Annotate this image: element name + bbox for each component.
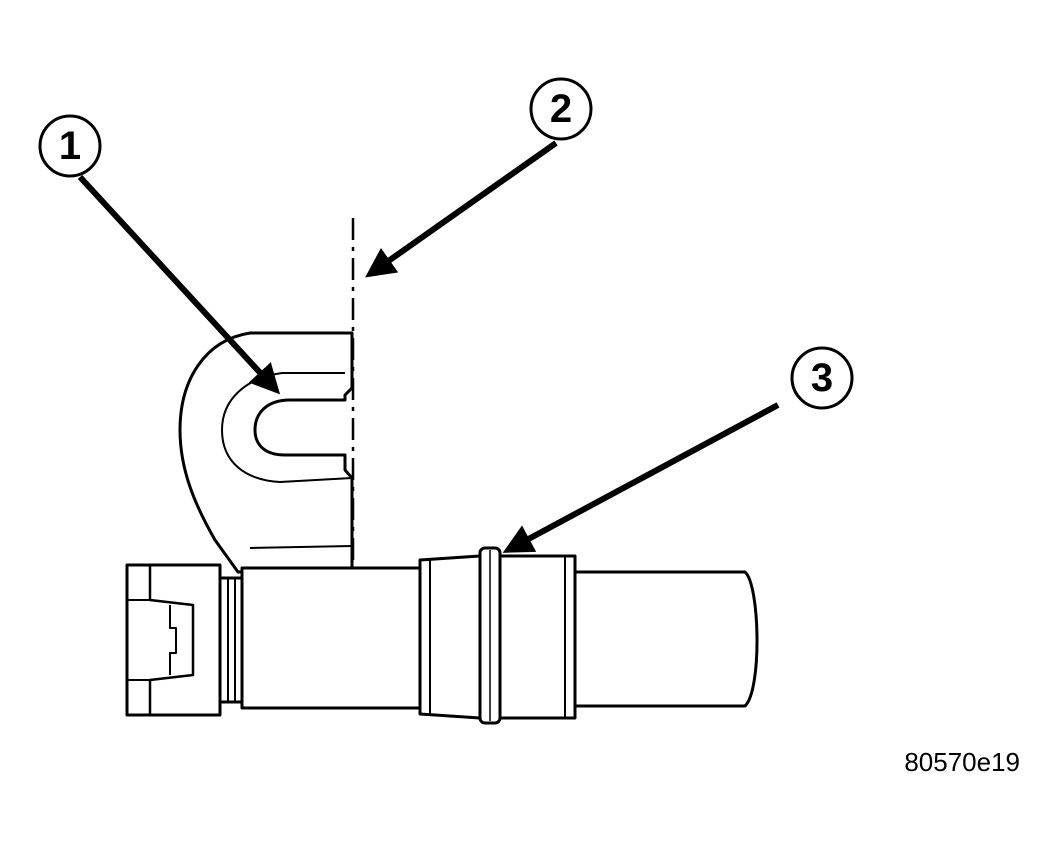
mounting-tab [178, 331, 354, 574]
callout-3-number: 3 [811, 356, 833, 400]
callout-3: 3 [790, 346, 854, 410]
o-ring [478, 546, 502, 725]
callout-1: 1 [38, 114, 102, 178]
electrical-connector [125, 563, 244, 717]
callout-2: 2 [529, 77, 593, 141]
callout-2-number: 2 [550, 87, 572, 131]
callout-1-number: 1 [59, 124, 81, 168]
callout-1-leader [77, 174, 281, 395]
callout-2-leader [365, 140, 558, 278]
sensor-body [240, 554, 759, 720]
callout-3-leader [502, 402, 780, 553]
figure-id: 80570e19 [904, 747, 1020, 777]
